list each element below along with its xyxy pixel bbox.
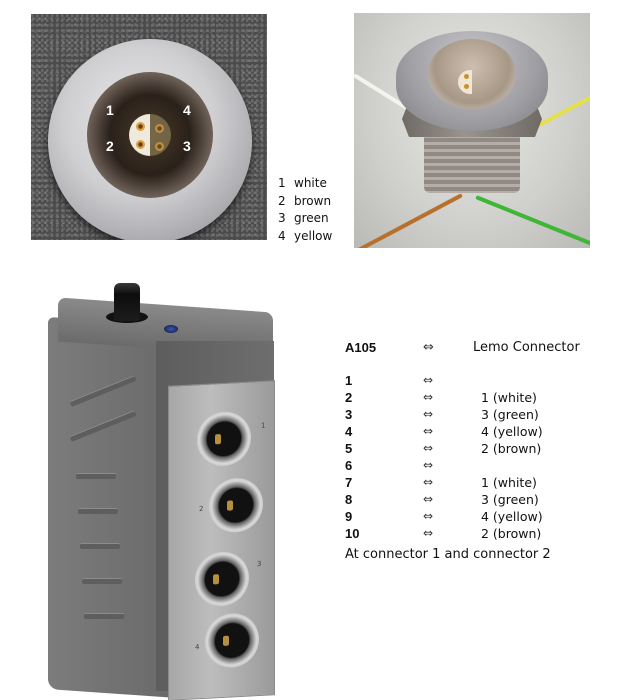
brown-wire — [354, 193, 463, 248]
bidirectional-arrow-icon: ⇔ — [423, 475, 434, 489]
pin-label-4: 4 — [183, 102, 191, 118]
rib — [84, 613, 124, 619]
bidirectional-arrow-icon: ⇔ — [423, 458, 434, 472]
bidirectional-arrow-icon: ⇔ — [423, 509, 434, 523]
bidirectional-arrow-icon: ⇔ — [423, 340, 434, 355]
bidirectional-arrow-icon: ⇔ — [423, 373, 434, 387]
table-row: 10⇔2 (brown) — [345, 526, 542, 541]
rib — [82, 578, 122, 584]
connector-opening — [428, 39, 516, 109]
bidirectional-arrow-icon: ⇔ — [423, 526, 434, 540]
connector-panel: 1 2 3 4 — [168, 380, 275, 700]
green-wire — [475, 195, 590, 248]
pin-label-3: 3 — [183, 138, 191, 154]
pin — [464, 74, 469, 79]
rib — [76, 473, 116, 479]
socket-3 — [195, 550, 249, 608]
header-lemo-connector: Lemo Connector — [473, 340, 580, 355]
bidirectional-arrow-icon: ⇔ — [423, 390, 434, 404]
header-a105: A105 — [345, 340, 377, 355]
connector-wires-photo — [354, 13, 590, 248]
socket-label-3: 3 — [257, 559, 262, 569]
pin-4 — [155, 124, 164, 133]
table-row: 7⇔1 (white) — [345, 475, 537, 490]
table-row: 8⇔3 (green) — [345, 492, 539, 507]
pin-1 — [136, 122, 145, 131]
power-knob — [114, 283, 140, 321]
socket-4 — [205, 612, 259, 669]
table-row: 5⇔2 (brown) — [345, 441, 542, 456]
table-row: 9⇔4 (yellow) — [345, 509, 543, 524]
connector-thread — [424, 131, 520, 193]
bidirectional-arrow-icon: ⇔ — [423, 492, 434, 506]
socket-2 — [209, 476, 263, 534]
a105-device-photo: 1 2 3 4 — [48, 283, 278, 700]
socket-label-1: 1 — [261, 421, 266, 430]
socket-label-2: 2 — [199, 504, 204, 514]
table-row: 3⇔3 (green) — [345, 407, 539, 422]
connector-front-photo: 1 2 3 4 — [31, 14, 267, 240]
pin — [464, 84, 469, 89]
pin-label-1: 1 — [106, 102, 114, 118]
rib — [80, 543, 120, 549]
bidirectional-arrow-icon: ⇔ — [423, 424, 434, 438]
rib — [78, 508, 118, 514]
pin-label-2: 2 — [106, 138, 114, 154]
table-row: 6⇔ — [345, 458, 434, 473]
connector-note: At connector 1 and connector 2 — [345, 547, 551, 562]
pin-2 — [136, 140, 145, 149]
pin-3 — [155, 142, 164, 151]
table-row: 4⇔4 (yellow) — [345, 424, 543, 439]
bidirectional-arrow-icon: ⇔ — [423, 441, 434, 455]
status-led — [164, 325, 178, 333]
bidirectional-arrow-icon: ⇔ — [423, 407, 434, 421]
socket-1 — [197, 410, 251, 468]
table-row: 1⇔ — [345, 373, 434, 388]
socket-label-4: 4 — [195, 643, 200, 652]
table-row: 2⇔1 (white) — [345, 390, 537, 405]
